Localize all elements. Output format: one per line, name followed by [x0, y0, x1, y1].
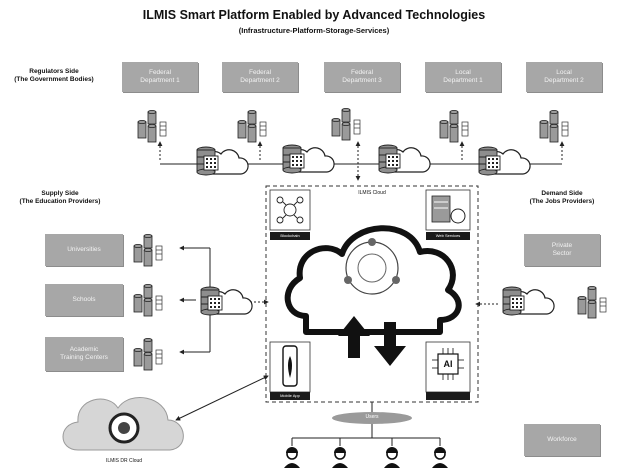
ilms-cloud-label: ILMIS Cloud — [358, 190, 386, 196]
supply-db-icon-3 — [133, 337, 163, 371]
mobile-panel — [269, 341, 311, 400]
regulators-label-line1: Regulators Side — [29, 68, 79, 75]
download-arrow-icon — [374, 322, 406, 366]
supply-label-line1: Supply Side — [41, 190, 79, 197]
demand-box-workforce: Workforce — [524, 424, 600, 456]
user-icon-1 — [283, 446, 301, 469]
dr-cloud-icon — [62, 397, 184, 451]
supply-label-line2: (The Education Providers) — [19, 198, 101, 205]
demand-side-label: Demand Side (The Jobs Providers) — [512, 190, 612, 206]
blockchain-label: Blockchain — [280, 233, 300, 238]
regulators-label-line2: (The Government Bodies) — [14, 76, 94, 83]
regulator-db-icon-4 — [439, 110, 469, 143]
supply-box-universities: Universities — [45, 234, 123, 266]
diagram-subtitle: (Infrastructure-Platform-Storage-Service… — [238, 26, 390, 35]
supply-box-schools: Schools — [45, 284, 123, 316]
upload-arrow-icon — [338, 316, 370, 358]
blockchain-panel — [269, 189, 311, 240]
regulators-side-label: Regulators Side (The Government Bodies) — [8, 68, 100, 84]
server-cloud-icon-2 — [282, 144, 335, 174]
users-platform — [332, 412, 412, 424]
supply-db-icon-2 — [133, 283, 163, 317]
hub-circle-icon — [344, 238, 400, 295]
user-icon-2 — [331, 446, 349, 469]
web-services-label: Web Services — [435, 233, 461, 238]
demand-server-cloud-icon — [502, 286, 555, 316]
supply-side-label: Supply Side (The Education Providers) — [10, 190, 110, 206]
web-services-panel — [425, 189, 471, 240]
supply-server-cloud-icon — [200, 286, 253, 316]
ai-panel — [425, 341, 471, 400]
mobile-app-label: Mobile App — [280, 393, 300, 398]
ai-chip-label: AI — [443, 359, 453, 369]
regulator-db-icon-5 — [539, 110, 569, 143]
dr-cloud-label: ILMIS DR Cloud — [105, 458, 143, 464]
server-cloud-icon-4 — [478, 146, 531, 176]
demand-label-line1: Demand Side — [541, 190, 583, 197]
user-icon-3 — [383, 446, 401, 469]
supply-db-icon-1 — [133, 233, 163, 267]
demand-label-line2: (The Jobs Providers) — [529, 198, 595, 205]
regulator-db-icon-3 — [331, 108, 361, 141]
users-label: Users — [365, 414, 379, 420]
user-icon-4 — [431, 446, 449, 469]
server-cloud-icon-1 — [196, 146, 249, 176]
demand-db-icon — [577, 285, 607, 319]
regulator-db-icon-1 — [137, 110, 167, 143]
diagram-title: ILMIS Smart Platform Enabled by Advanced… — [142, 8, 486, 22]
server-cloud-icon-3 — [378, 144, 431, 174]
regulator-db-icon-2 — [237, 110, 267, 143]
